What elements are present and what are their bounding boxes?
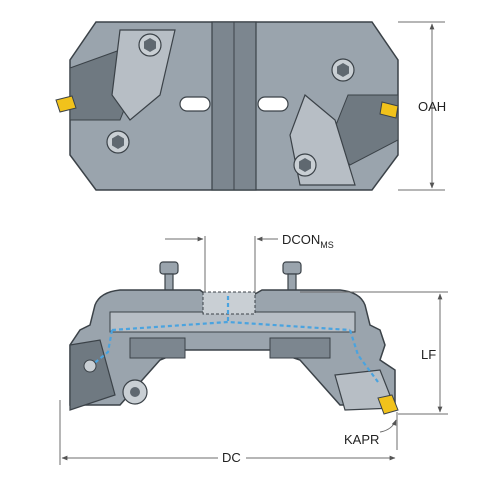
kapr-dimension: KAPR bbox=[344, 412, 398, 450]
insert-icon bbox=[55, 95, 77, 113]
dcon-dimension: DCONMS bbox=[165, 232, 334, 292]
top-slot-right bbox=[257, 96, 289, 112]
hex-screw-icon bbox=[83, 359, 97, 373]
stud-left bbox=[159, 261, 179, 293]
hex-screw-icon bbox=[331, 58, 355, 82]
dc-label: DC bbox=[222, 450, 241, 465]
hex-screw-icon bbox=[293, 153, 317, 177]
oah-label: OAH bbox=[418, 99, 446, 114]
side-lower-block-left bbox=[129, 337, 186, 359]
hex-screw-icon bbox=[122, 379, 148, 405]
oah-dimension: OAH bbox=[398, 21, 446, 191]
side-view bbox=[69, 261, 399, 415]
dcon-main: DCON bbox=[282, 232, 320, 247]
dc-dimension: DC bbox=[59, 400, 396, 465]
dcon-sub: MS bbox=[320, 240, 334, 250]
dcon-label: DCONMS bbox=[282, 232, 334, 250]
top-slot-left bbox=[179, 96, 211, 112]
insert-icon bbox=[377, 394, 399, 415]
side-lower-block-right bbox=[269, 337, 331, 359]
side-left-cassette bbox=[69, 339, 116, 411]
hex-screw-icon bbox=[106, 130, 130, 154]
lf-label: LF bbox=[421, 347, 436, 362]
hex-screw-icon bbox=[138, 33, 162, 57]
stud-right bbox=[282, 261, 302, 293]
insert-icon bbox=[379, 101, 399, 119]
top-left-cassette bbox=[111, 29, 176, 121]
kapr-label: KAPR bbox=[344, 432, 379, 447]
top-view bbox=[55, 21, 399, 191]
lf-dimension: LF bbox=[300, 291, 448, 415]
